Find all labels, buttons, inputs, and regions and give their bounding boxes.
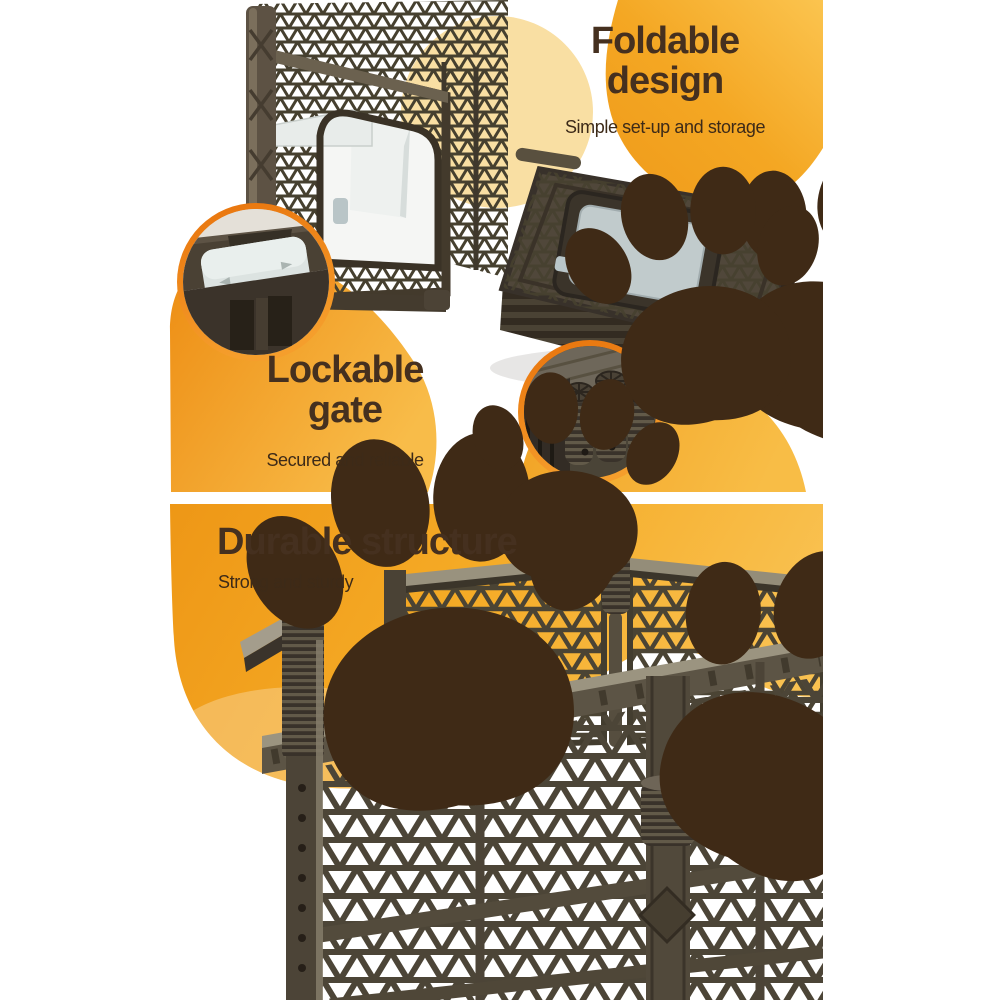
lock-closeup-inset xyxy=(177,203,335,361)
gate-latch xyxy=(333,198,348,224)
foldable-design-subtitle: Simple set-up and storage xyxy=(564,117,766,137)
durable-structure-title: Durable structure xyxy=(217,521,518,563)
foldable-design-title: Foldable design xyxy=(590,20,740,102)
lockable-gate-title: Lockable gate xyxy=(266,349,425,431)
durable-structure-subtitle: Strong and sturdy xyxy=(218,572,354,592)
artwork xyxy=(169,0,823,1000)
top-right-orange-blob xyxy=(605,0,823,209)
lockable-gate-subtitle: Secured and reliable xyxy=(266,450,424,470)
